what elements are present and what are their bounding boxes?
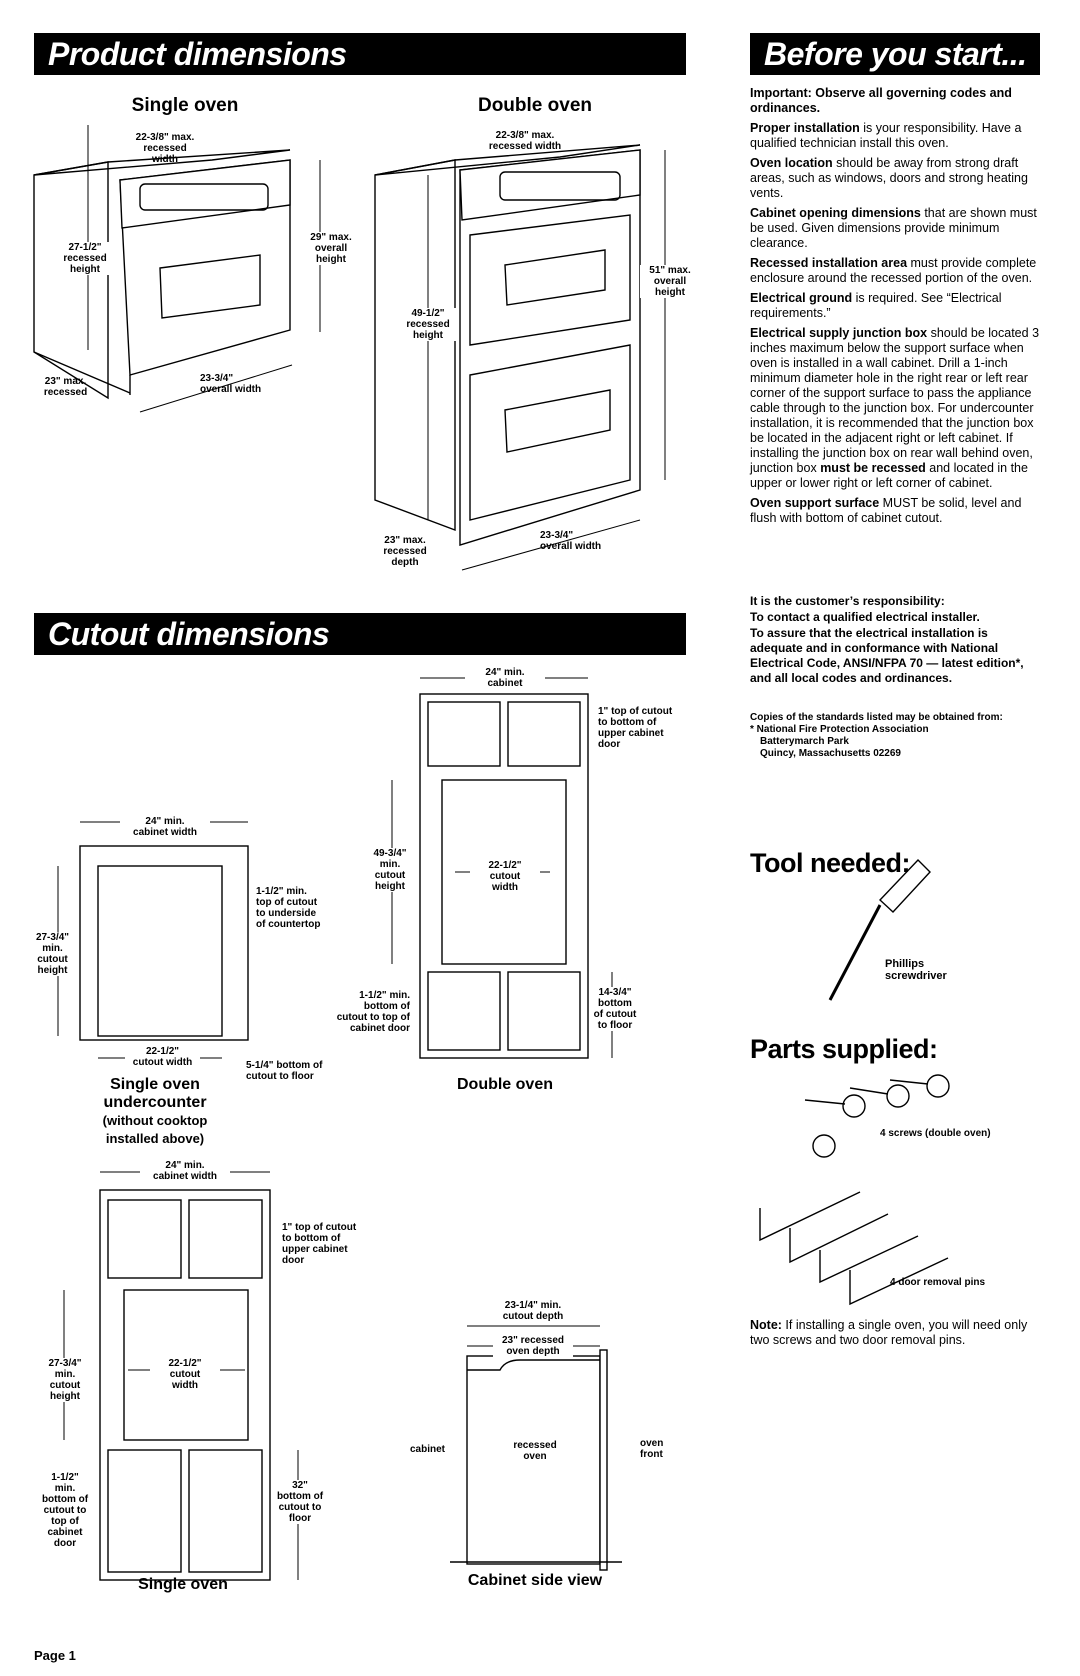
copies-3: Quincy, Massachusetts 02269: [760, 748, 901, 759]
para-0: Important: Observe all governing codes a…: [750, 86, 1012, 115]
undercounter-cabinet: [79, 845, 249, 1041]
single-width-label: 22-3/8" max. recessed width: [135, 132, 195, 165]
pins-drawing: [759, 1191, 949, 1306]
copies: Copies of the standards listed may be ob…: [750, 712, 1040, 760]
side-caption: Cabinet side view: [467, 1572, 603, 1589]
double-top: 1" top of cutout to bottom of upper cabi…: [598, 706, 673, 750]
side-front: oven front: [640, 1438, 664, 1460]
pins-label: 4 door removal pins: [890, 1277, 986, 1288]
side-recessed: recessed oven: [513, 1440, 557, 1462]
single-oven-drawing: [33, 149, 291, 400]
under-width: 24" min. cabinet width: [120, 816, 210, 838]
para-3: Cabinet opening dimensions that are show…: [750, 206, 1037, 250]
single-depth: 23" max. recessed: [43, 376, 88, 398]
single-cut-width-top: 24" min. cabinet width: [140, 1160, 230, 1182]
double-cut-width-top: 24" min. cabinet: [465, 667, 545, 689]
screwdriver-drawing: [828, 858, 931, 1001]
note: Note: If installing a single oven, you w…: [750, 1318, 1028, 1347]
resp-0: It is the customer’s responsibility:: [750, 594, 945, 608]
single-overall-width: 23-3/4" overall width: [200, 373, 262, 395]
under-height: 27-3/4" min. cutout height: [30, 932, 75, 976]
screws-drawing: [804, 1074, 950, 1158]
under-caption-4: installed above): [105, 1131, 205, 1146]
double-cut-width: 22-1/2" cutout width: [470, 860, 540, 893]
single-recessed-height: 27-1/2" recessed height: [55, 242, 115, 275]
under-caption-1: Single oven: [110, 1076, 200, 1093]
tool-label: Phillips screwdriver: [885, 958, 947, 982]
double-caption: Double oven: [456, 1076, 553, 1093]
double-bottom-left: 1-1/2" min. bottom of cutout to top of c…: [336, 990, 410, 1034]
para-6: Electrical supply junction box should be…: [750, 326, 1040, 490]
tool-title: Tool needed:: [750, 848, 911, 878]
copies-1: * National Fire Protection Association: [750, 724, 929, 735]
para-5: Electrical ground is required. See “Elec…: [750, 291, 1002, 320]
para-7: Oven support surface MUST be solid, leve…: [750, 496, 1022, 525]
side-cut-depth: 23-1/4" min. cutout depth: [493, 1300, 573, 1322]
page-number: Page 1: [34, 1648, 76, 1663]
resp-1: To contact a qualified electrical instal…: [750, 610, 980, 624]
side-cabinet: cabinet: [409, 1444, 445, 1455]
resp-2: To assure that the electrical installati…: [750, 626, 1024, 685]
before-text: Important: Observe all governing codes a…: [750, 86, 1040, 531]
double-bottom-right: 14-3/4" bottom of cutout to floor: [590, 987, 640, 1031]
side-rec-depth: 23" recessed oven depth: [493, 1335, 573, 1357]
single-bottom-left: 1-1/2" min. bottom of cutout to top of c…: [41, 1472, 89, 1549]
single-top: 1" top of cutout to bottom of upper cabi…: [282, 1222, 357, 1266]
single-caption: Single oven: [138, 1576, 228, 1593]
cutout-dimensions-banner: Cutout dimensions: [34, 613, 686, 655]
single-cut-width: 22-1/2" cutout width: [150, 1358, 220, 1391]
under-cut-width: 22-1/2" cutout width: [125, 1046, 200, 1068]
double-recessed-height: 49-1/2" recessed height: [398, 308, 458, 341]
responsibility: It is the customer’s responsibility: To …: [750, 594, 1040, 687]
under-caption: Single oven undercounter (without cookto…: [90, 1076, 220, 1148]
single-cut-height: 27-3/4" min. cutout height: [40, 1358, 90, 1402]
para-2: Oven location should be away from strong…: [750, 156, 1028, 200]
before-you-start-banner: Before you start...: [750, 33, 1040, 75]
single-cabinet: [99, 1189, 271, 1581]
double-cut-height: 49-3/4" min. cutout height: [365, 848, 415, 892]
under-caption-3: (without cooktop: [102, 1113, 208, 1128]
copies-0: Copies of the standards listed may be ob…: [750, 712, 1003, 723]
single-overall-height: 29" max. overall height: [300, 232, 362, 265]
double-depth: 23" max. recessed depth: [383, 535, 427, 568]
screws-label: 4 screws (double oven): [880, 1128, 991, 1139]
under-top: 1-1/2" min. top of cutout to underside o…: [256, 886, 321, 930]
double-oven-drawing: [374, 144, 641, 546]
product-dimensions-banner: Product dimensions: [34, 33, 686, 75]
double-oven-title: Double oven: [477, 95, 592, 116]
double-overall-height: 51" max. overall height: [640, 265, 700, 298]
single-oven-title: Single oven: [131, 95, 239, 116]
para-1: Proper installation is your responsibili…: [750, 121, 1022, 150]
double-overall-width: 23-3/4" overall width: [540, 530, 602, 552]
under-caption-2: undercounter: [103, 1094, 207, 1111]
para-4: Recessed installation area must provide …: [750, 256, 1037, 285]
under-bottom: 5-1/4" bottom of cutout to floor: [246, 1060, 323, 1082]
double-cabinet: [419, 693, 589, 1059]
parts-title: Parts supplied:: [750, 1034, 938, 1064]
copies-2: Batterymarch Park: [760, 736, 849, 747]
double-width-label: 22-3/8" max. recessed width: [488, 130, 562, 152]
single-bottom-right: 32" bottom of cutout to floor: [274, 1480, 326, 1524]
